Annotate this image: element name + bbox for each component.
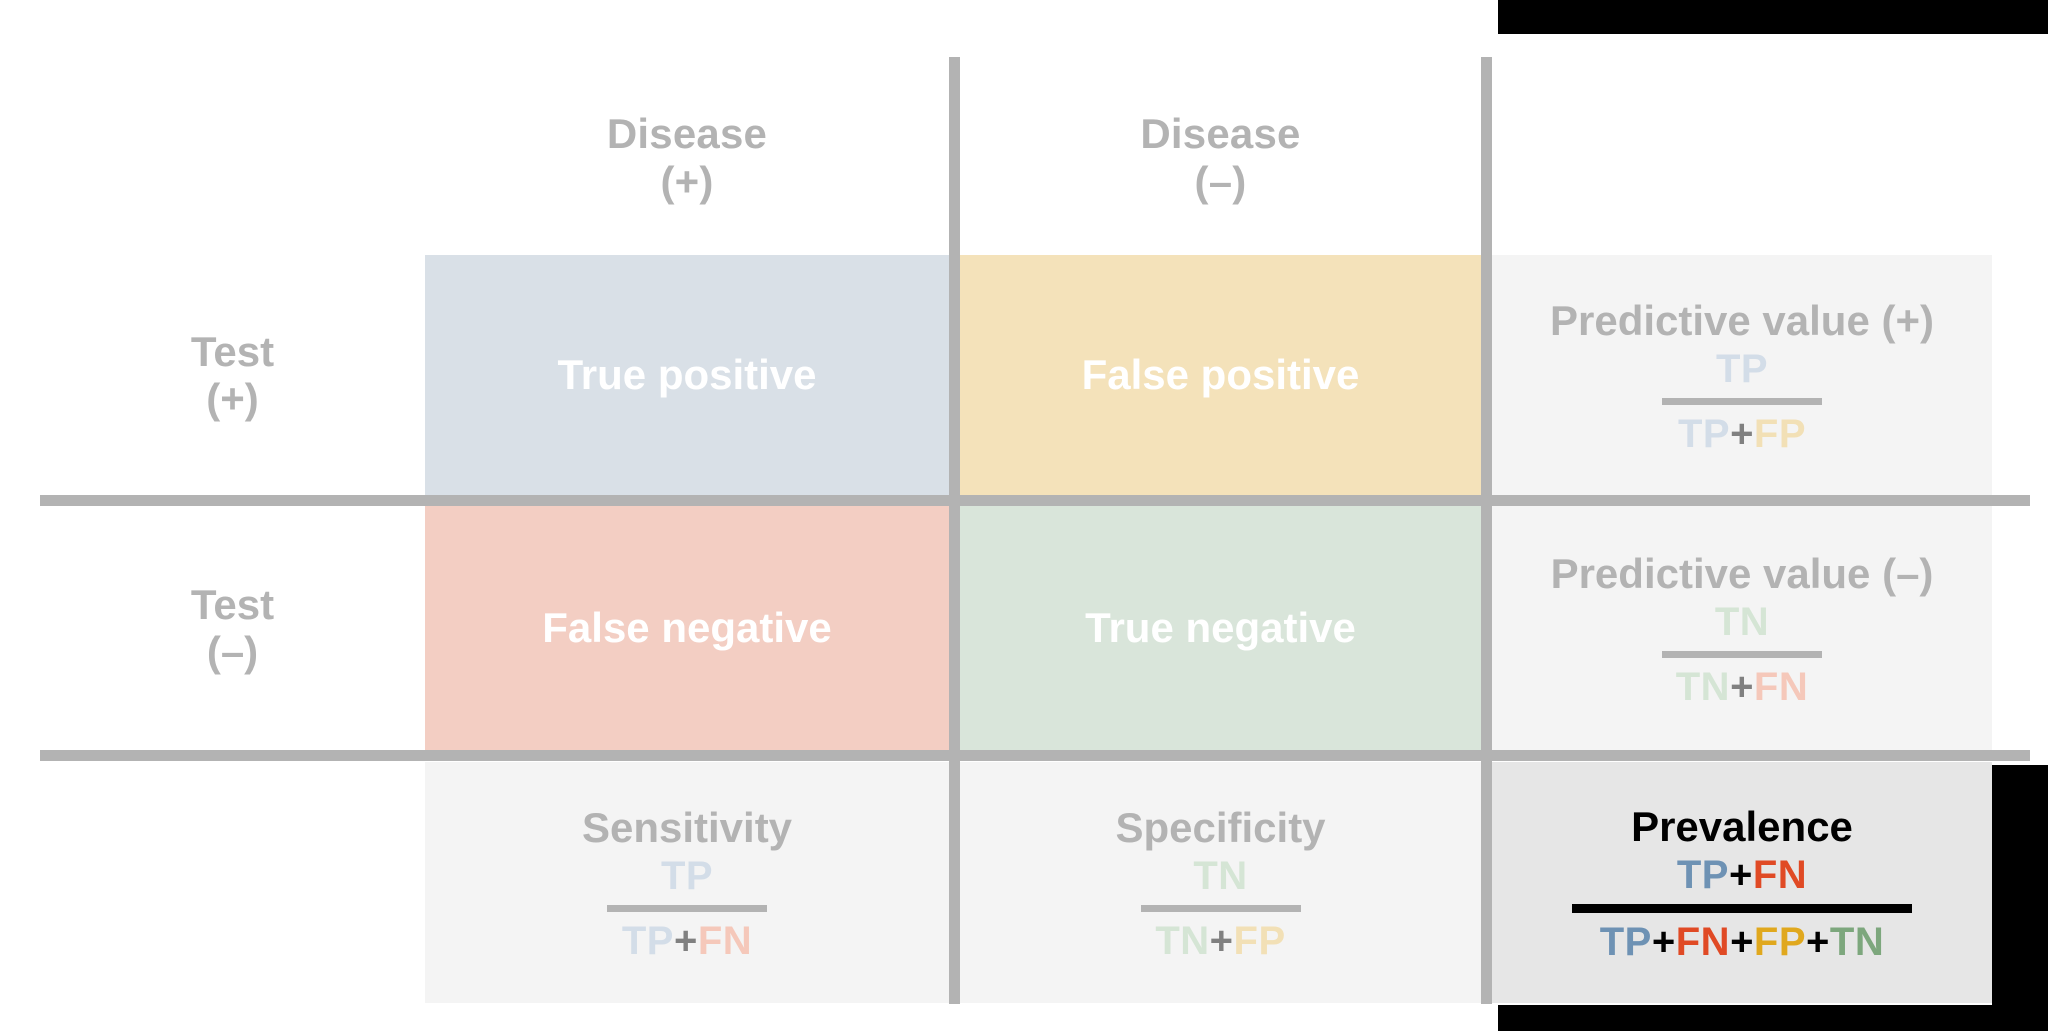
column-header-line2: (–) <box>1194 157 1247 205</box>
token-plus: + <box>1728 853 1753 897</box>
summary-title: Specificity <box>1115 804 1326 851</box>
token-tn: TN <box>1675 664 1731 709</box>
cell-sensitivity: Sensitivity TP TP+FN <box>425 762 949 1003</box>
token-plus: + <box>1730 411 1754 456</box>
token-plus: + <box>673 919 698 963</box>
horizontal-divider-2 <box>40 750 2030 761</box>
token-tn: TN <box>1193 854 1248 898</box>
token-fn: FN <box>1752 853 1808 897</box>
formula-prevalence: TP+FN TP+FN+FP+TN <box>1572 855 1912 962</box>
token-tp: TP <box>621 919 674 963</box>
column-header-line2: (+) <box>660 157 714 205</box>
token-fn: FN <box>1753 664 1809 709</box>
black-crop-bar-bottom <box>1498 1005 2048 1031</box>
formula-numerator: TN <box>1705 602 1779 642</box>
row-header-line1: Test <box>190 580 275 628</box>
formula-specificity: TN TN+FP <box>1140 856 1301 961</box>
black-crop-bar-right <box>1992 765 2048 1005</box>
formula-numerator: TP+FN <box>1667 855 1817 895</box>
token-fn: FN <box>697 919 753 963</box>
vertical-divider-1 <box>949 57 960 1004</box>
token-fp: FP <box>1753 920 1807 964</box>
fraction-bar <box>1662 397 1822 405</box>
token-tn: TN <box>1829 920 1885 964</box>
formula-numerator: TN <box>1183 856 1257 896</box>
column-header-line1: Disease <box>1140 110 1301 158</box>
cell-prevalence: Prevalence TP+FN TP+FN+FP+TN <box>1492 762 1992 1003</box>
cell-positive-predictive-value: Predictive value (+) TP TP+FP <box>1492 255 1992 495</box>
row-header-test-positive: Test (+) <box>40 255 425 495</box>
cell-false-negative: False negative <box>425 506 949 750</box>
token-tp: TP <box>1676 853 1729 897</box>
row-header-line2: (–) <box>206 628 259 675</box>
cell-true-positive: True positive <box>425 255 949 495</box>
cell-negative-predictive-value: Predictive value (–) TN TN+FN <box>1492 506 1992 750</box>
token-plus: + <box>1806 920 1830 964</box>
cell-label: True negative <box>1085 604 1356 651</box>
summary-title: Prevalence <box>1631 803 1853 850</box>
formula-numerator: TP <box>651 856 723 896</box>
token-fp: FP <box>1753 411 1807 456</box>
cell-true-negative: True negative <box>960 506 1481 750</box>
token-tp: TP <box>1599 920 1652 964</box>
summary-title: Predictive value (+) <box>1549 296 1934 344</box>
column-header-disease-negative: Disease (–) <box>960 70 1481 245</box>
formula-denominator: TP+FP <box>1668 414 1816 454</box>
token-tp: TP <box>1677 411 1731 456</box>
formula-sensitivity: TP TP+FN <box>607 856 767 961</box>
cell-label: False positive <box>1081 351 1360 398</box>
formula-ppv: TP TP+FP <box>1662 349 1822 454</box>
token-fp: FP <box>1233 919 1286 963</box>
summary-title: Predictive value (–) <box>1550 549 1934 597</box>
token-tn: TN <box>1155 919 1210 963</box>
token-plus: + <box>1730 664 1754 709</box>
cell-label: True positive <box>557 351 817 398</box>
cell-label: False negative <box>542 604 832 651</box>
formula-denominator: TN+FN <box>1666 667 1819 707</box>
token-tp: TP <box>660 854 714 898</box>
column-header-disease-positive: Disease (+) <box>425 70 949 245</box>
row-header-line1: Test <box>190 327 275 375</box>
formula-denominator: TN+FP <box>1145 921 1295 961</box>
token-plus: + <box>1651 920 1676 964</box>
horizontal-divider-1 <box>40 495 2030 506</box>
row-header-test-negative: Test (–) <box>40 506 425 750</box>
token-tp: TP <box>1715 346 1769 391</box>
token-plus: + <box>1730 920 1754 964</box>
cell-specificity: Specificity TN TN+FP <box>960 762 1481 1003</box>
fraction-bar <box>607 905 767 912</box>
formula-numerator: TP <box>1706 349 1778 389</box>
token-tn: TN <box>1714 599 1770 644</box>
token-plus: + <box>1209 919 1234 963</box>
formula-denominator: TP+FN+FP+TN <box>1590 922 1894 962</box>
formula-npv: TN TN+FN <box>1662 602 1822 707</box>
summary-title: Sensitivity <box>581 804 793 851</box>
fraction-bar <box>1662 650 1822 658</box>
row-header-line2: (+) <box>206 375 259 422</box>
black-crop-bar-top <box>1498 0 2048 34</box>
token-fn: FN <box>1675 920 1731 964</box>
cell-false-positive: False positive <box>960 255 1481 495</box>
vertical-divider-2 <box>1481 57 1492 1004</box>
column-header-line1: Disease <box>606 110 768 158</box>
formula-denominator: TP+FN <box>612 921 762 961</box>
fraction-bar <box>1140 905 1301 912</box>
fraction-bar <box>1572 904 1912 913</box>
